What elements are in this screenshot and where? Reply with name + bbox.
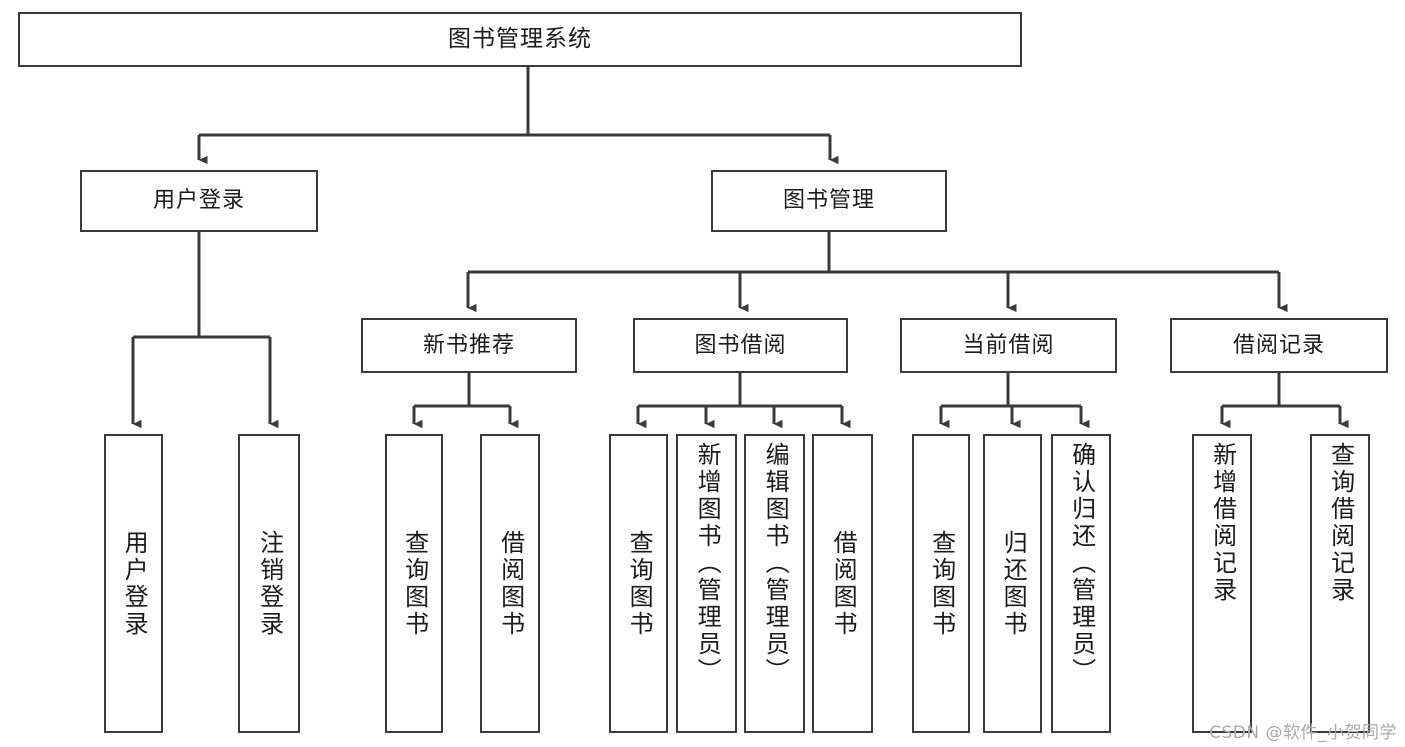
node-leaf-user-logout[interactable]: 注销登录 [238, 434, 300, 733]
node-user-login-label: 用户登录 [152, 188, 245, 214]
node-leaf-return-book[interactable]: 归还图书 [983, 434, 1042, 733]
node-leaf-add-record-label: 新增借阅记录 [1208, 442, 1237, 604]
node-book-borrow[interactable]: 图书借阅 [633, 318, 848, 373]
node-leaf-query-book-rec-label: 查询图书 [400, 529, 429, 638]
node-leaf-confirm-return-label: 确认归还（管理员） [1067, 442, 1096, 685]
node-root-label: 图书管理系统 [448, 26, 592, 53]
node-borrow-record[interactable]: 借阅记录 [1170, 318, 1388, 373]
node-book-admin[interactable]: 图书管理 [711, 170, 947, 232]
node-leaf-borrow-book-rec-label: 借阅图书 [496, 529, 525, 638]
node-current-borrow[interactable]: 当前借阅 [900, 318, 1117, 373]
node-leaf-edit-book[interactable]: 编辑图书（管理员） [744, 434, 805, 733]
node-leaf-add-book[interactable]: 新增图书（管理员） [676, 434, 737, 733]
node-leaf-user-login[interactable]: 用户登录 [104, 434, 163, 733]
node-leaf-query-record[interactable]: 查询借阅记录 [1310, 434, 1370, 733]
node-leaf-user-logout-label: 注销登录 [255, 529, 284, 638]
node-book-borrow-label: 图书借阅 [694, 332, 787, 358]
node-user-login[interactable]: 用户登录 [80, 170, 318, 232]
node-leaf-borrow-book-label: 借阅图书 [829, 529, 858, 638]
node-leaf-add-book-label: 新增图书（管理员） [693, 442, 722, 685]
node-leaf-query-book-cur[interactable]: 查询图书 [912, 434, 970, 733]
node-leaf-query-book[interactable]: 查询图书 [609, 434, 668, 733]
node-leaf-borrow-book[interactable]: 借阅图书 [812, 434, 873, 733]
node-leaf-return-book-label: 归还图书 [999, 529, 1028, 638]
node-leaf-query-book-label: 查询图书 [625, 529, 654, 638]
node-new-book-rec[interactable]: 新书推荐 [361, 318, 577, 373]
node-new-book-rec-label: 新书推荐 [422, 332, 515, 358]
node-leaf-add-record[interactable]: 新增借阅记录 [1192, 434, 1252, 733]
node-leaf-edit-book-label: 编辑图书（管理员） [761, 442, 790, 685]
node-leaf-query-book-rec[interactable]: 查询图书 [385, 434, 443, 733]
node-current-borrow-label: 当前借阅 [962, 332, 1055, 358]
node-leaf-query-record-label: 查询借阅记录 [1326, 442, 1355, 604]
node-root[interactable]: 图书管理系统 [18, 12, 1022, 67]
node-leaf-user-login-label: 用户登录 [120, 529, 149, 638]
node-book-admin-label: 图书管理 [782, 188, 875, 214]
node-leaf-borrow-book-rec[interactable]: 借阅图书 [480, 434, 540, 733]
node-borrow-record-label: 借阅记录 [1232, 332, 1325, 358]
node-leaf-confirm-return[interactable]: 确认归还（管理员） [1051, 434, 1111, 733]
csdn-watermark: CSDN @软件_小贺同学 [1209, 723, 1397, 743]
node-leaf-query-book-cur-label: 查询图书 [927, 529, 956, 638]
